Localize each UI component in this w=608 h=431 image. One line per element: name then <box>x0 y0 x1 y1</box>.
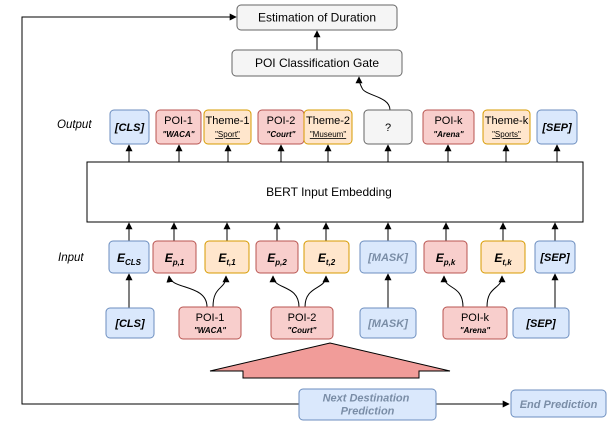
embedding-p1-label: Ep,1 <box>165 251 185 267</box>
feedback-line <box>21 13 299 405</box>
connectors <box>21 13 561 408</box>
in-poi1-to-ep1 <box>166 275 208 308</box>
output-row: [CLS] POI-1 "WACA" Theme-1 "Sport" POI-2… <box>109 109 578 145</box>
input-cls <box>105 307 155 339</box>
in-poi1-to-et1 <box>212 275 230 308</box>
embedding-mask-label: [MASK] <box>367 252 408 264</box>
output-token-poik <box>422 109 475 145</box>
output-row-label: Output <box>57 119 92 131</box>
bert-box <box>86 161 584 223</box>
output-token-poi1-sub: "WACA" <box>162 130 194 139</box>
embedding-t2 <box>303 240 350 274</box>
output-token-theme2 <box>303 109 353 145</box>
embedding-p2-label: Ep,2 <box>267 251 287 267</box>
embedding-t2-label: Et,2 <box>318 251 336 267</box>
embedding-p2 <box>255 240 299 274</box>
output-token-theme1-sub: "Sport" <box>215 130 240 139</box>
output-token-poi1 <box>155 109 202 145</box>
output-token-poi1-main: POI-1 <box>164 115 193 127</box>
output-token-cls <box>109 109 150 145</box>
input-poi2 <box>270 306 334 340</box>
output-token-poi2-main: POI-2 <box>267 115 296 127</box>
embedding-sep-label: [SEP] <box>539 252 570 264</box>
embedding-tk <box>480 240 526 274</box>
output-token-poik-sub: "Arena" <box>433 130 463 139</box>
embedding-sep <box>534 240 576 274</box>
input-poi1-main: POI-1 <box>196 312 225 324</box>
embedding-pk <box>423 240 468 274</box>
end-prediction-box <box>510 389 607 418</box>
output-token-sep <box>536 109 578 145</box>
input-row: [CLS] POI-1 "WACA" POI-2 "Court" [MASK] … <box>105 306 570 340</box>
output-token-themek <box>482 109 531 145</box>
gate-box <box>231 49 403 77</box>
output-token-theme1-main: Theme-1 <box>205 115 249 127</box>
input-sep-label: [SEP] <box>525 318 556 330</box>
output-token-themek-sub: "Sports" <box>492 130 521 139</box>
output-token-mask-label: ? <box>385 122 391 134</box>
input-row-label: Input <box>58 252 84 264</box>
input-poi1 <box>178 306 242 340</box>
embedding-t1 <box>204 240 250 274</box>
input-sep <box>512 307 570 339</box>
embedding-tk-label: Et,k <box>494 251 512 267</box>
output-token-theme2-main: Theme-2 <box>306 115 350 127</box>
embedding-cls-label: ECLS <box>117 251 142 267</box>
embedding-cls <box>108 240 150 274</box>
input-poi1-sub: "WACA" <box>194 326 226 335</box>
end-prediction-label: End Prediction <box>520 399 598 411</box>
in-poik-to-etk <box>486 275 506 308</box>
embedding-row: ECLS Ep,1 Et,1 Ep,2 Et,2 [MASK] Ep,k Et,… <box>108 240 576 274</box>
duration-label: Estimation of Duration <box>258 11 376 25</box>
bert-label: BERT Input Embedding <box>266 185 392 199</box>
next-destination-box <box>298 388 437 421</box>
output-token-poik-main: POI-k <box>434 115 463 127</box>
output-token-poi2-sub: "Court" <box>267 130 296 139</box>
input-poik-sub: "Arena" <box>460 326 490 335</box>
mask-to-gate-arrow <box>355 76 391 111</box>
next-destination-label: Next Destination Prediction <box>323 393 413 418</box>
output-token-themek-main: Theme-k <box>485 115 529 127</box>
in-poi2-to-ep2 <box>269 275 300 308</box>
in-poik-to-epk <box>440 275 464 308</box>
output-token-theme2-sub: "Museum" <box>310 130 347 139</box>
output-token-mask <box>363 109 413 145</box>
in-poi2-to-et2 <box>304 275 330 308</box>
embedding-pk-label: Ep,k <box>436 251 456 267</box>
embedding-p1 <box>152 240 197 274</box>
output-token-cls-label: [CLS] <box>114 122 145 134</box>
input-poik <box>442 306 508 340</box>
big-up-arrow <box>209 342 451 379</box>
output-token-theme1 <box>203 109 252 145</box>
embedding-mask <box>359 240 417 274</box>
input-mask <box>359 307 417 339</box>
output-token-sep-label: [SEP] <box>541 122 572 134</box>
input-poik-main: POI-k <box>461 312 490 324</box>
input-cls-label: [CLS] <box>114 318 145 330</box>
input-poi2-main: POI-2 <box>288 312 317 324</box>
gate-label: POI Classification Gate <box>255 56 379 70</box>
input-mask-label: [MASK] <box>367 318 408 330</box>
duration-box <box>236 4 398 31</box>
embedding-t1-label: Et,1 <box>218 251 236 267</box>
input-poi2-sub: "Court" <box>288 326 317 335</box>
